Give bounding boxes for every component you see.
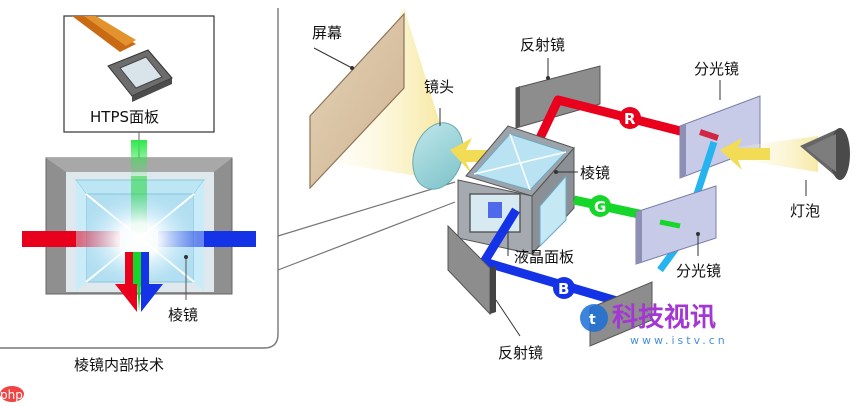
- htps-panel-label: HTPS面板: [90, 108, 159, 126]
- red-beam-in: [22, 231, 78, 247]
- site-name-watermark: 科技视讯: [612, 303, 716, 333]
- prism-label-left: 棱镜: [168, 306, 198, 324]
- mirror-bottom-left: 反射镜: [447, 224, 543, 362]
- bulb: 灯泡: [790, 128, 850, 220]
- prism-tech-label: 棱镜内部技术: [74, 356, 164, 374]
- prism-label-right: 棱镜: [580, 164, 610, 182]
- lcd-panel-label: 液晶面板: [514, 248, 574, 266]
- lens: 镜头: [412, 78, 492, 190]
- bulb-light: [728, 136, 818, 172]
- rgb-output-arrow: [115, 252, 163, 312]
- bulb-label: 灯泡: [790, 202, 820, 220]
- red-beam: R: [535, 95, 702, 141]
- screen: 屏幕: [309, 12, 405, 190]
- zoom-line-top: [277, 181, 456, 237]
- zoom-line-bottom: [277, 201, 456, 271]
- mirror-top-label: 反射镜: [520, 36, 565, 54]
- beam-b-label: B: [558, 280, 569, 298]
- screen-label: 屏幕: [312, 24, 342, 42]
- splitter-top: 分光镜: [679, 60, 761, 179]
- site-url-watermark: www.istv.cn: [630, 334, 728, 347]
- bulb-arrow: [720, 138, 770, 170]
- splitter-top-label: 分光镜: [694, 60, 739, 78]
- prism-cube: 棱镜 液晶面板: [457, 125, 610, 266]
- mirror-bottom-label: 反射镜: [498, 344, 543, 362]
- splitter-mid-label: 分光镜: [676, 262, 721, 280]
- beam-r-label: R: [624, 110, 636, 128]
- svg-text:t: t: [589, 312, 596, 328]
- istv-logo-icon: [580, 304, 608, 332]
- php-watermark: php中文网: [0, 386, 59, 402]
- mirror-top: 反射镜: [515, 36, 601, 129]
- green-beam-in: [131, 140, 147, 180]
- blue-beam-in: [200, 231, 256, 247]
- prism-internal-panel: HTPS面板: [0, 8, 279, 374]
- site-watermark: t 科技视讯 www.istv.cn: [580, 303, 728, 347]
- htps-chip: [107, 49, 173, 102]
- lens-label: 镜头: [424, 78, 454, 96]
- mirror-bottom-right: [589, 281, 653, 347]
- splitter-mid: 分光镜: [635, 185, 721, 280]
- beam-g-label: G: [594, 198, 606, 216]
- php-watermark-text: php中文网: [0, 387, 59, 402]
